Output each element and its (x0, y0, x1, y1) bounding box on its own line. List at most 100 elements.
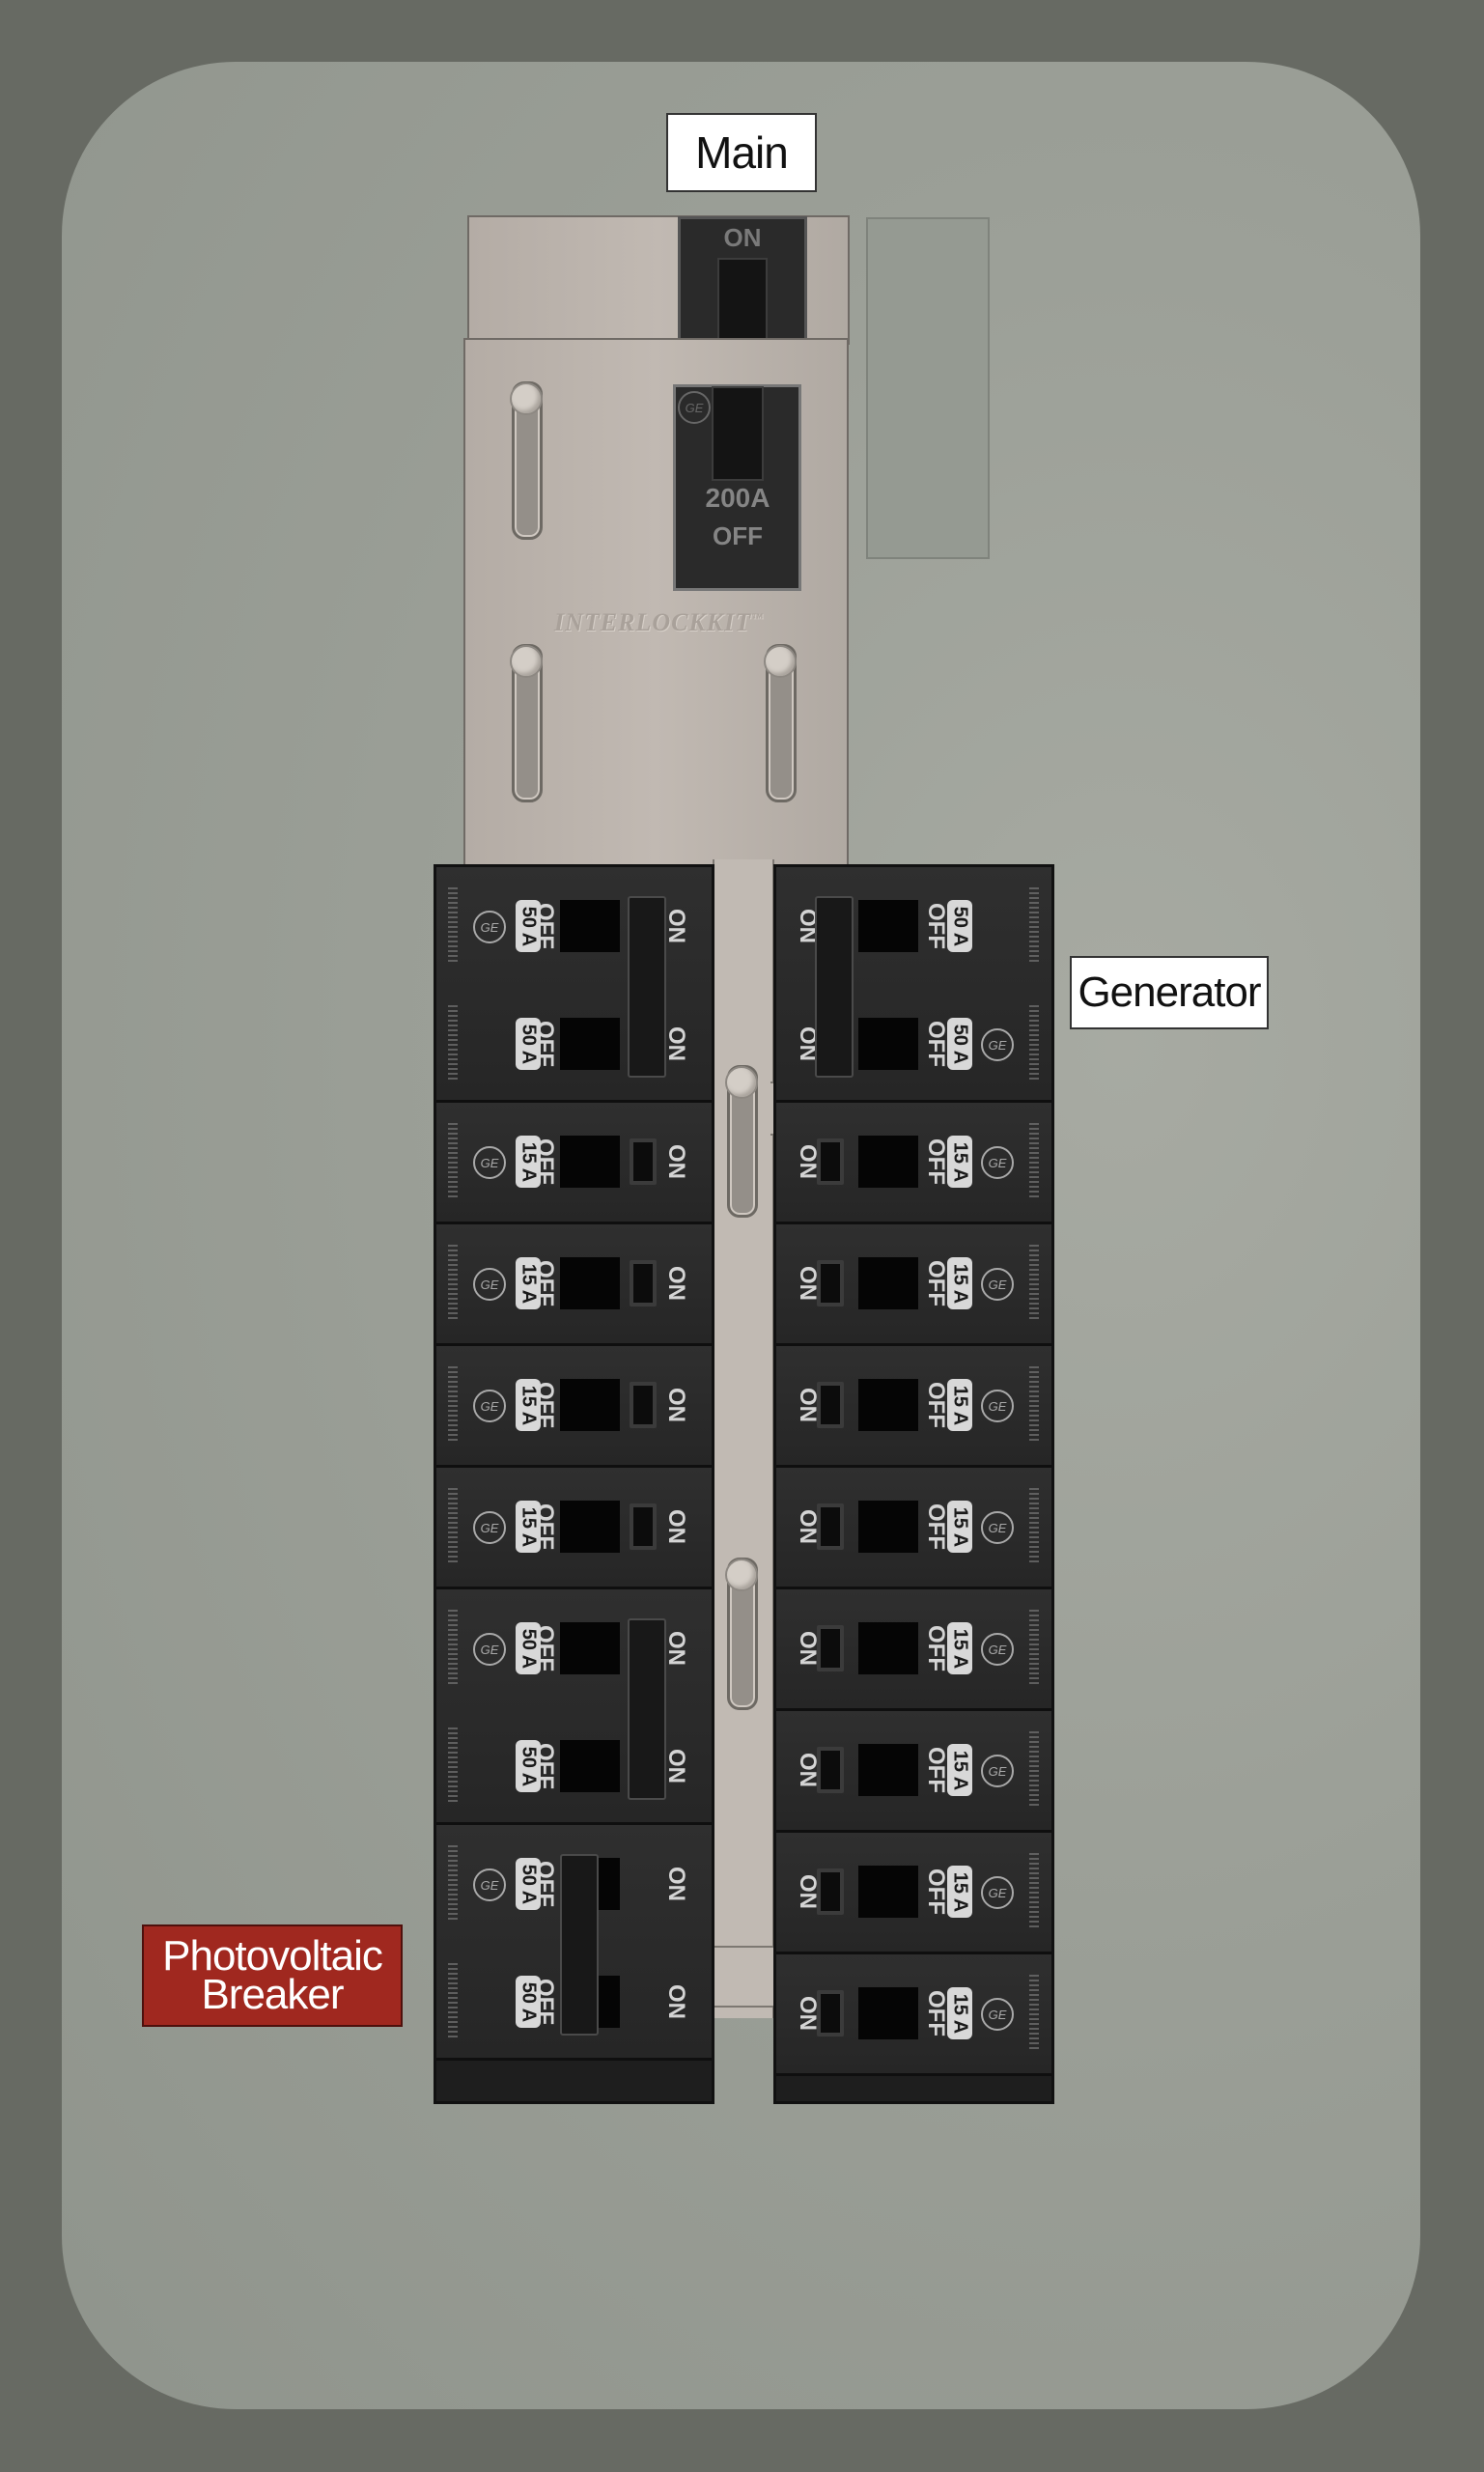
breaker-fine-print (448, 1845, 458, 1923)
ge-logo-icon: GE (473, 911, 506, 943)
breaker-toggle-slot (560, 1136, 620, 1188)
breaker-off-label-text: OFF (532, 1021, 558, 1067)
main-breaker-ge-logo-icon: GE (678, 391, 711, 424)
ge-logo-icon: GE (981, 1511, 1014, 1544)
generator-label: Generator (1070, 956, 1269, 1029)
breaker-handle-tie[interactable] (628, 896, 666, 1078)
breaker-handle[interactable] (817, 1868, 844, 1915)
breaker-handle[interactable] (630, 1382, 657, 1428)
breaker-on-label-text: ON (663, 909, 689, 943)
breaker-fine-print (1029, 1853, 1039, 1930)
ge-logo-icon: GE (981, 1268, 1014, 1301)
breaker-off-label-text: OFF (923, 1503, 949, 1550)
ge-logo-icon: GE (473, 1390, 506, 1422)
breaker-toggle-slot (858, 1501, 918, 1553)
breaker-fine-print (448, 1488, 458, 1565)
breaker-handle[interactable] (817, 1138, 844, 1185)
breaker-on-label: ON (647, 1388, 705, 1422)
breaker-handle[interactable] (817, 1990, 844, 2037)
breaker-on-label: ON (647, 1509, 705, 1544)
breaker-amp-rating: 50 A (516, 1622, 541, 1674)
breaker-handle[interactable] (817, 1747, 844, 1793)
interlock-rail (713, 859, 774, 2018)
breaker-on-label: ON (647, 1144, 705, 1179)
breaker-amp-rating-text: 15 A (949, 1263, 971, 1304)
breaker-fine-print (448, 887, 458, 965)
breaker-amp-rating: 15 A (947, 1622, 972, 1674)
breaker-amp-rating: 15 A (947, 1501, 972, 1553)
breaker-toggle-slot (560, 1501, 620, 1553)
breaker-handle-tie[interactable] (628, 1618, 666, 1800)
breaker-off-label-text: OFF (532, 1625, 558, 1671)
breaker-on-label-text: ON (663, 1026, 689, 1061)
breaker-handle[interactable] (817, 1503, 844, 1550)
breaker-amp-rating: 50 A (947, 1018, 972, 1070)
breaker-handle[interactable] (817, 1382, 844, 1428)
breaker-amp-rating-text: 15 A (949, 1993, 971, 2034)
breaker-off-label-text: OFF (923, 1747, 949, 1793)
breaker-fine-print (1029, 1610, 1039, 1687)
breaker-off-label-text: OFF (532, 1979, 558, 2025)
breaker-handle-tie[interactable] (560, 1854, 599, 2036)
breaker-on-label-text: ON (663, 1144, 689, 1179)
ge-logo-icon: GE (473, 1633, 506, 1666)
breaker-amp-rating: 15 A (947, 1744, 972, 1796)
breaker-amp-rating: 15 A (947, 1379, 972, 1431)
breaker-fine-print (1029, 1366, 1039, 1444)
breaker-fine-print (1029, 1123, 1039, 1200)
breaker-amp-rating: 15 A (947, 1136, 972, 1188)
breaker-handle[interactable] (817, 1625, 844, 1671)
breaker-handle[interactable] (817, 1260, 844, 1306)
breaker-handle[interactable] (630, 1260, 657, 1306)
breaker-on-label: ON (647, 1266, 705, 1301)
breaker-amp-rating: 15 A (516, 1501, 541, 1553)
ge-logo-icon: GE (981, 1146, 1014, 1179)
interlock-bolt-upper (510, 382, 543, 415)
main-breaker-upper-handle (717, 258, 768, 349)
breaker-handle-tie[interactable] (815, 896, 854, 1078)
breaker-on-label-text: ON (663, 1509, 689, 1544)
breaker-on-label-text: ON (663, 1266, 689, 1301)
main-breaker-handle[interactable] (712, 386, 764, 481)
breaker-amp-rating: 15 A (516, 1257, 541, 1309)
breaker-amp-rating-text: 50 A (949, 1024, 971, 1064)
breaker-handle[interactable] (630, 1503, 657, 1550)
breaker-handle[interactable] (630, 1138, 657, 1185)
photovoltaic-label-line2: Breaker (201, 1971, 344, 2018)
breaker-toggle-slot (560, 1257, 620, 1309)
breaker-on-label: ON (647, 1984, 705, 2019)
photovoltaic-label-line1: Photovoltaic (162, 1932, 383, 1980)
breaker-amp-rating-text: 15 A (949, 1628, 971, 1669)
ge-logo-icon: GE (981, 1028, 1014, 1061)
main-breaker-on-text: ON (723, 223, 762, 252)
breaker-off-label-text: OFF (923, 1382, 949, 1428)
breaker-amp-rating: 50 A (516, 1018, 541, 1070)
empty-slot-cover (866, 217, 990, 559)
interlock-bolt-left (510, 645, 543, 678)
breaker-toggle-slot (560, 1740, 620, 1792)
ge-logo-icon: GE (981, 1755, 1014, 1787)
